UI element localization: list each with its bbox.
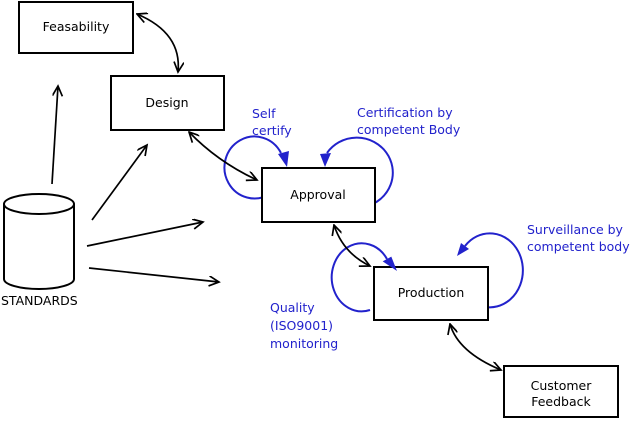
- node-customer-feedback: [503, 365, 619, 418]
- quality-label-line2: (ISO9001): [270, 318, 333, 333]
- node-design: [110, 75, 225, 131]
- arrow-standards-to-production: [88, 267, 219, 282]
- arrow-standards-to-design: [91, 145, 147, 221]
- quality-label-line1: Quality: [270, 300, 315, 315]
- feasability-label: Feasability: [43, 19, 110, 34]
- self-certify-label-line1: Self: [252, 106, 276, 121]
- customer-feedback-label-line1: Customer: [531, 378, 593, 393]
- standards-label: STANDARDS: [1, 293, 78, 308]
- standards-cylinder: [3, 193, 75, 290]
- production-label: Production: [398, 285, 465, 300]
- certification-arrowhead: [320, 153, 331, 167]
- customer-feedback-label-line2: Feedback: [531, 394, 591, 409]
- surveillance-label-line2: competent body: [527, 239, 630, 254]
- arrow-production-customer-feedback: [450, 324, 501, 370]
- surveillance-arrowhead: [457, 243, 469, 256]
- arrow-standards-to-approval: [86, 222, 203, 247]
- self-certify-label-line2: certify: [252, 123, 292, 138]
- arrow-design-approval: [189, 132, 257, 180]
- node-approval: [261, 167, 376, 223]
- approval-label: Approval: [290, 187, 345, 202]
- self-certify-arrowhead: [278, 151, 289, 167]
- quality-arrowhead: [382, 256, 397, 271]
- arrow-approval-production: [334, 225, 370, 266]
- node-feasability: [18, 1, 134, 54]
- certification-label-line2: competent Body: [357, 122, 461, 137]
- node-production: [373, 266, 489, 321]
- certification-label-line1: Certification by: [357, 105, 453, 120]
- arrow-standards-to-feasability: [51, 86, 58, 185]
- design-label: Design: [145, 95, 188, 110]
- arrow-feasability-design: [137, 14, 178, 72]
- quality-label-line3: monitoring: [270, 336, 338, 351]
- surveillance-label-line1: Surveillance by: [527, 222, 624, 237]
